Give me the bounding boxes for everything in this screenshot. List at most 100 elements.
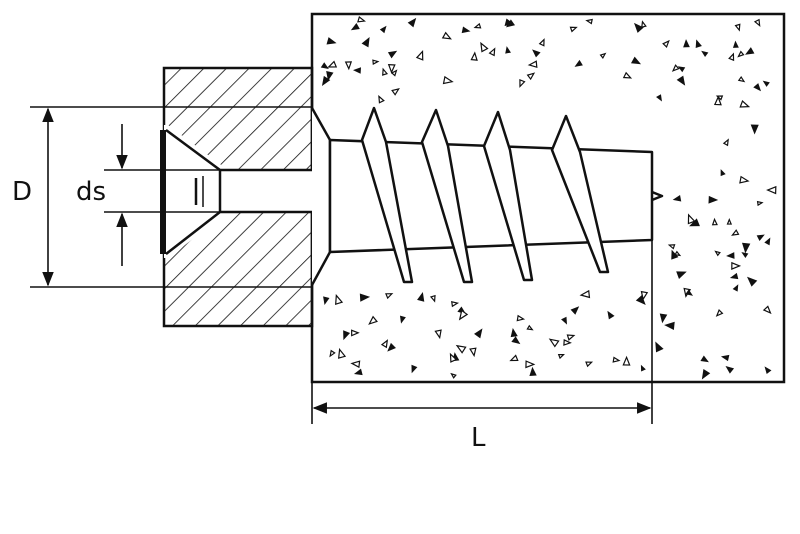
aggregate-speck	[737, 75, 746, 83]
aggregate-speck	[672, 194, 682, 202]
aggregate-speckles	[320, 15, 777, 380]
aggregate-speck	[532, 49, 541, 58]
aggregate-speck	[732, 284, 739, 292]
aggregate-speck	[407, 17, 417, 28]
aggregate-speck	[674, 250, 682, 257]
aggregate-speck	[343, 330, 351, 341]
aggregate-speck	[488, 47, 496, 57]
aggregate-speck	[756, 234, 765, 241]
aggregate-speck	[764, 366, 772, 375]
aggregate-speck	[519, 78, 526, 88]
aggregate-speck	[687, 213, 696, 225]
aggregate-speck	[695, 39, 702, 49]
aggregate-speck	[566, 334, 576, 341]
aggregate-speck	[359, 293, 371, 302]
aggregate-speck	[667, 244, 676, 250]
aggregate-speck	[756, 200, 764, 207]
aggregate-speck	[739, 100, 751, 108]
aggregate-speck	[753, 18, 761, 27]
aggregate-speck	[720, 169, 726, 177]
aggregate-speck	[725, 366, 735, 374]
aggregate-speck	[351, 329, 360, 337]
aggregate-speck	[750, 124, 759, 135]
aggregate-speck	[737, 50, 745, 58]
aggregate-speck	[655, 341, 664, 353]
aggregate-speck	[729, 272, 739, 280]
label-d: D	[12, 177, 32, 207]
aggregate-speck	[417, 291, 425, 302]
aggregate-speck	[387, 50, 398, 59]
aggregate-speck	[764, 237, 771, 246]
aggregate-speck	[722, 138, 729, 147]
aggregate-speck	[372, 59, 380, 66]
aggregate-speck	[683, 39, 690, 48]
aggregate-speck	[731, 261, 742, 270]
aggregate-speck	[689, 218, 700, 227]
aggregate-speck	[708, 195, 719, 204]
aggregate-speck	[474, 328, 483, 339]
aggregate-speck	[762, 305, 772, 315]
aggregate-speck	[720, 354, 730, 362]
aggregate-speck	[326, 71, 334, 81]
aggregate-speck	[368, 315, 378, 325]
aggregate-speck	[713, 95, 722, 106]
aggregate-speck	[527, 60, 538, 68]
aggregate-speck	[429, 294, 436, 303]
aggregate-speck	[557, 354, 565, 360]
aggregate-speck	[450, 372, 457, 379]
aggregate-speck	[378, 94, 385, 104]
dimension-l	[311, 240, 653, 424]
aggregate-speck	[505, 19, 515, 28]
aggregate-speck	[469, 347, 477, 358]
aggregate-speck	[715, 95, 724, 101]
label-l: L	[471, 423, 486, 453]
aggregate-speck	[352, 67, 362, 74]
aggregate-speck	[745, 47, 755, 55]
aggregate-speck	[329, 349, 336, 358]
aggregate-speck	[570, 306, 580, 315]
aggregate-speck	[640, 290, 649, 301]
aggregate-speck	[411, 364, 418, 374]
aggregate-speck	[526, 324, 534, 331]
aggregate-speck	[633, 22, 644, 33]
aggregate-speck	[380, 339, 389, 349]
aggregate-speck	[563, 339, 572, 346]
aggregate-speck	[350, 360, 361, 369]
aggregate-speck	[739, 175, 750, 184]
aggregate-speck	[470, 51, 478, 61]
aggregate-speck	[510, 327, 518, 338]
aggregate-speck	[434, 329, 442, 340]
aggregate-speck	[741, 242, 751, 254]
aggregate-speck	[337, 347, 347, 359]
aggregate-speck	[641, 20, 647, 28]
aggregate-speck	[701, 369, 711, 380]
aggregate-speck	[344, 61, 353, 71]
aggregate-speck	[711, 217, 718, 226]
aggregate-speck	[458, 309, 469, 321]
aggregate-speck	[622, 71, 633, 79]
aggregate-speck	[671, 249, 679, 260]
aggregate-speck	[607, 310, 615, 320]
aggregate-speck	[569, 26, 578, 33]
aggregate-speck	[656, 94, 662, 102]
aggregate-speck	[741, 252, 749, 258]
aggregate-speck	[677, 66, 686, 73]
aggregate-speck	[320, 62, 329, 70]
aggregate-speck	[714, 250, 721, 257]
threaded-insert	[310, 106, 664, 286]
aggregate-speck	[664, 321, 675, 331]
aggregate-speck	[391, 87, 400, 96]
aggregate-speck	[455, 344, 467, 354]
aggregate-speck	[335, 293, 344, 306]
aggregate-speck	[321, 75, 331, 86]
aggregate-speck	[473, 22, 482, 29]
aggregate-speck	[516, 314, 526, 322]
aggregate-speck	[640, 364, 646, 372]
aggregate-speck	[511, 336, 521, 345]
aggregate-speck	[612, 356, 621, 363]
aggregate-speck	[529, 366, 537, 376]
aggregate-speck	[753, 83, 762, 92]
aggregate-speck	[385, 293, 394, 300]
aggregate-speck	[382, 67, 389, 76]
aggregate-speck	[387, 342, 396, 352]
